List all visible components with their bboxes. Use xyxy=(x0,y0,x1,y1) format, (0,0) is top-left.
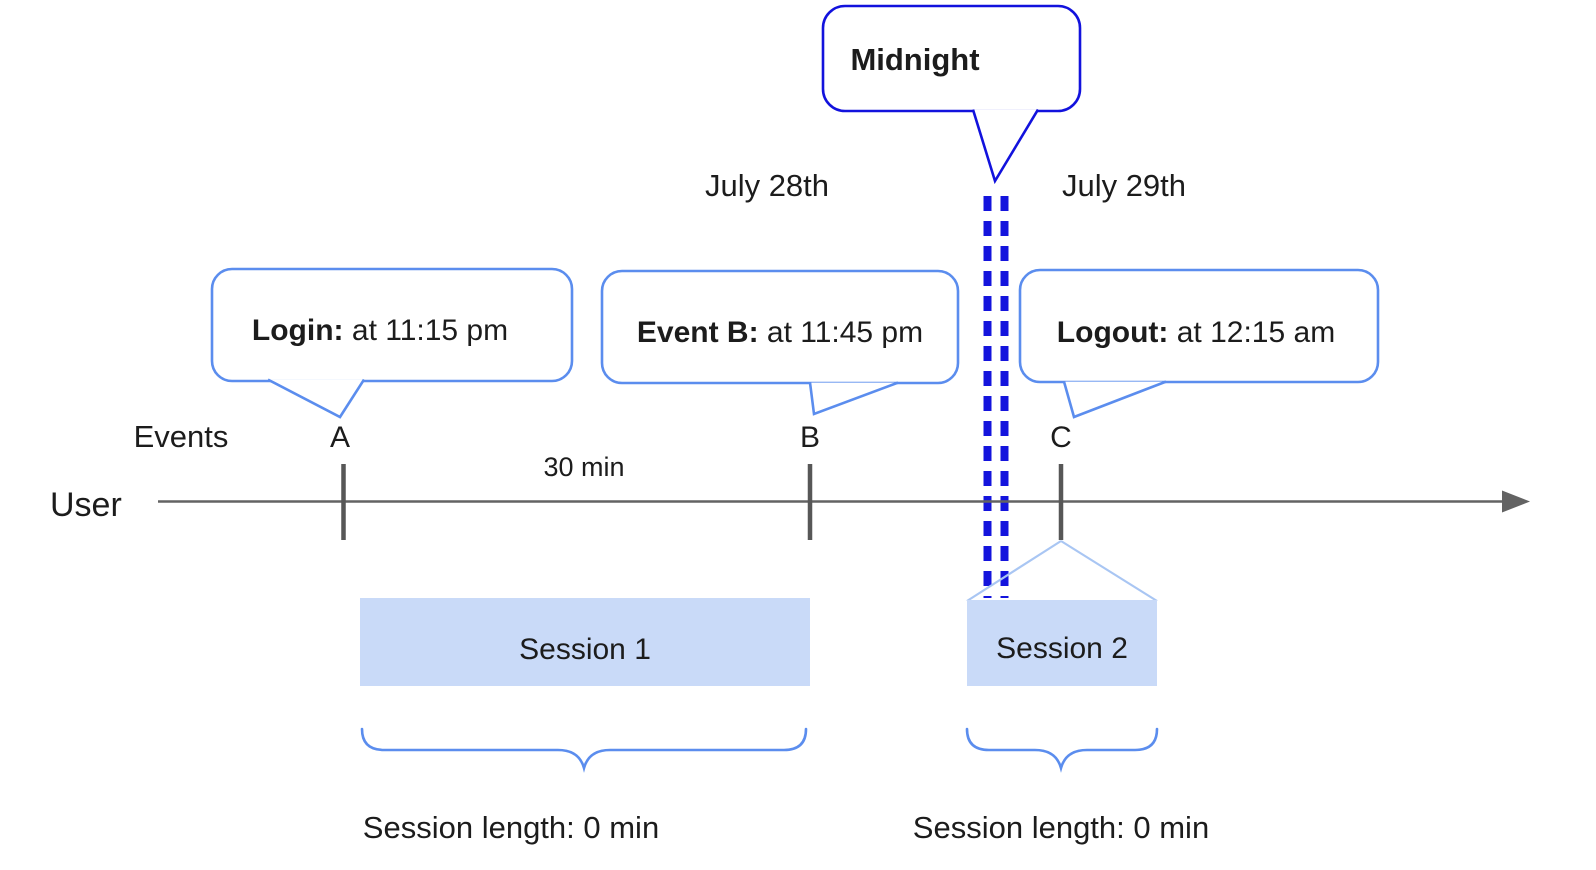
event-b-callout-title: Event B: xyxy=(637,316,759,349)
midnight-callout-tail xyxy=(971,108,1040,185)
midnight-callout: Midnight xyxy=(821,4,1082,185)
session-1-bar: Session 1 xyxy=(360,598,810,686)
logout-callout-label: Logout: at 12:15 am xyxy=(1057,316,1335,349)
session-2-bar: Session 2 xyxy=(967,600,1157,686)
event-b-callout: Event B: at 11:45 pm xyxy=(600,269,960,416)
login-callout: Login: at 11:15 pm xyxy=(210,267,574,419)
login-callout-tail xyxy=(267,378,366,419)
login-callout-label: Login: at 11:15 pm xyxy=(252,314,508,347)
logout-callout-tail xyxy=(1062,380,1167,419)
timeline-arrowhead xyxy=(1502,490,1530,513)
session-2-label: Session 2 xyxy=(996,632,1128,665)
interval-label: 30 min xyxy=(543,452,624,482)
event-b-callout-tail xyxy=(808,381,899,416)
logout-callout-title: Logout: xyxy=(1057,316,1169,349)
date-label-july-29: July 29th xyxy=(1062,168,1186,203)
session-1-label: Session 1 xyxy=(519,633,651,666)
session-1-length-label: Session length: 0 min xyxy=(363,810,659,845)
event-b-callout-label: Event B: at 11:45 pm xyxy=(637,316,923,349)
date-label-july-28: July 28th xyxy=(705,168,829,203)
event-mark-label-a: A xyxy=(330,421,350,454)
session-2-connector xyxy=(966,540,1158,602)
logout-callout-detail: at 12:15 am xyxy=(1168,316,1335,349)
event-mark-label-c: C xyxy=(1050,421,1072,454)
login-callout-detail: at 11:15 pm xyxy=(344,314,509,347)
event-b-callout-detail: at 11:45 pm xyxy=(759,316,924,349)
midnight-divider-dashes xyxy=(983,196,1009,598)
event-mark-label-b: B xyxy=(800,421,820,454)
session-2-length-label: Session length: 0 min xyxy=(913,810,1209,845)
midnight-callout-label: Midnight xyxy=(850,42,979,77)
events-label: Events xyxy=(134,419,229,454)
login-callout-title: Login: xyxy=(252,314,344,347)
user-label: User xyxy=(50,486,122,524)
session-1-brace xyxy=(360,727,808,773)
session-2-brace xyxy=(965,727,1159,773)
timeline-axis xyxy=(158,490,1530,513)
logout-callout: Logout: at 12:15 am xyxy=(1018,268,1380,419)
